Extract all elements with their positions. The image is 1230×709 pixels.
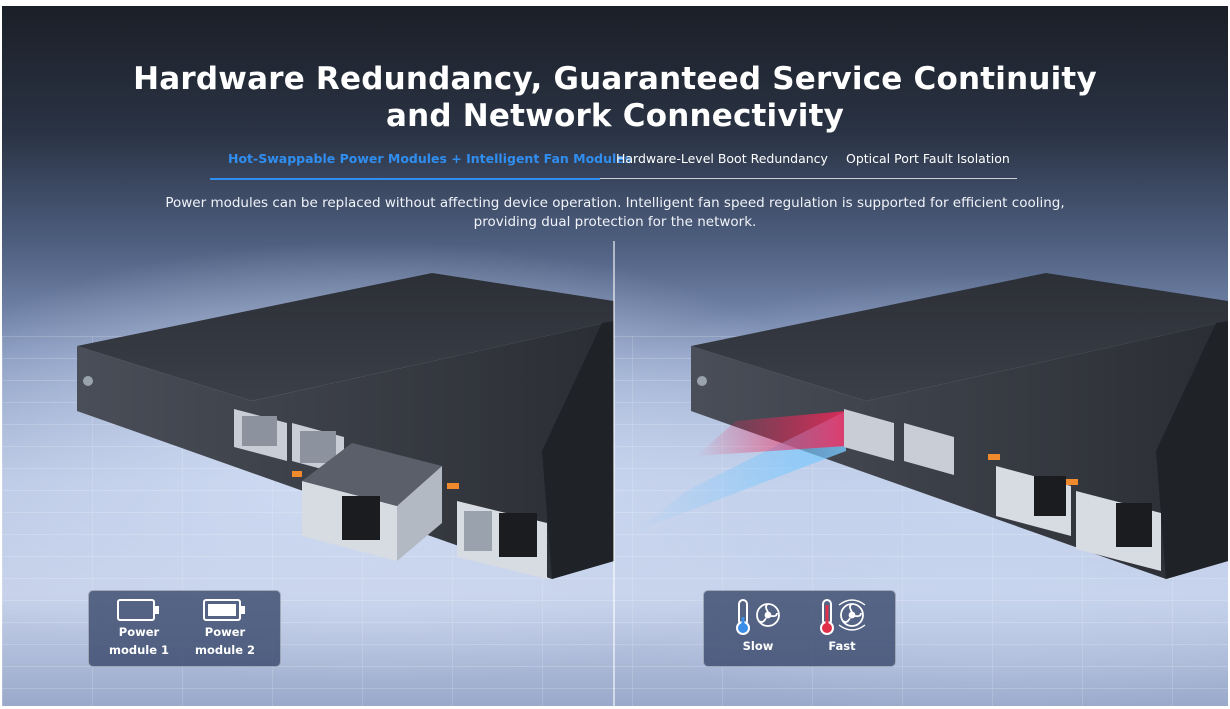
fan-slow-icon — [756, 603, 780, 627]
fan-fast-icon — [838, 599, 866, 631]
power-module-2-label-line-2: module 2 — [194, 643, 256, 657]
feature-section: Hardware Redundancy, Guaranteed Service … — [2, 6, 1228, 706]
tab-optical-port-fault-isolation[interactable]: Optical Port Fault Isolation — [846, 151, 1010, 166]
fan-slow-label: Slow — [742, 639, 774, 653]
feature-tabs: Hot-Swappable Power Modules + Intelligen… — [210, 146, 1017, 180]
power-module-2-item: Power module 2 — [185, 597, 265, 659]
power-module-1-label-line-1: Power — [118, 625, 160, 639]
fan-speed-badge: Slow Fast — [703, 590, 896, 667]
thermometer-fan-slow-icon-group — [736, 599, 780, 635]
switch-fan-airflow-illustration — [616, 261, 1228, 591]
thermometer-high-icon — [820, 599, 834, 635]
section-title-line-1: Hardware Redundancy, Guaranteed Service … — [133, 61, 1097, 97]
tab-hot-swappable-power-fan[interactable]: Hot-Swappable Power Modules + Intelligen… — [210, 146, 632, 180]
tab-description-line-2: providing dual protection for the networ… — [473, 214, 757, 230]
tab-description: Power modules can be replaced without af… — [2, 194, 1228, 232]
fan-fast-label: Fast — [828, 639, 856, 653]
fan-fast-item: Fast — [802, 597, 882, 655]
thermometer-fan-fast-icon-group — [820, 599, 866, 635]
power-module-1-item: Power module 1 — [99, 597, 179, 659]
power-module-1-label-line-2: module 1 — [108, 643, 170, 657]
section-title-line-2: and Network Connectivity — [385, 98, 845, 134]
switch-power-module-illustration — [2, 261, 614, 591]
thermometer-low-icon — [736, 599, 750, 635]
panel-divider — [613, 241, 615, 706]
power-module-2-label-line-1: Power — [204, 625, 246, 639]
section-title: Hardware Redundancy, Guaranteed Service … — [2, 61, 1228, 135]
tab-description-line-1: Power modules can be replaced without af… — [165, 195, 1065, 211]
tab-boot-redundancy[interactable]: Hardware-Level Boot Redundancy — [616, 151, 828, 166]
battery-empty-icon — [117, 599, 159, 621]
fan-slow-item: Slow — [718, 597, 798, 655]
power-module-badge: Power module 1 Power module 2 — [88, 590, 281, 667]
battery-full-icon — [203, 599, 245, 621]
